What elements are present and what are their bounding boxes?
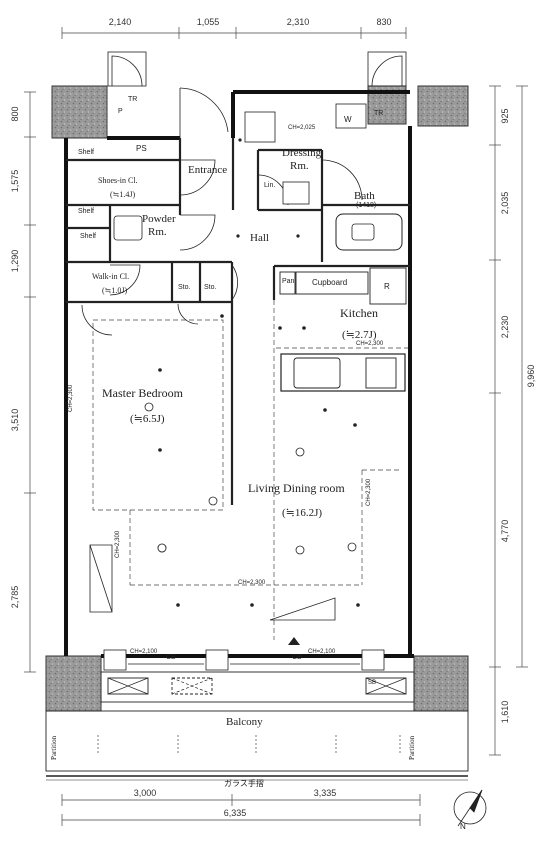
left-dimension-line	[24, 91, 36, 673]
dim-right-5: 1,610	[500, 701, 510, 724]
top-dimension-line	[61, 27, 407, 39]
fixture-marks	[158, 138, 360, 607]
label-storage-2: Sto.	[204, 284, 217, 291]
south-windows	[103, 649, 385, 671]
top-recess-doors	[107, 51, 407, 87]
linen-closet	[282, 181, 310, 205]
label-linen: Lin.	[264, 182, 276, 189]
label-partition-right: Partition	[408, 735, 416, 760]
dim-left-4: 3,510	[10, 409, 20, 432]
ceiling-lines	[92, 300, 408, 640]
room-label-master-bedroom: Master Bedroom	[102, 386, 183, 400]
column-top-right	[417, 85, 469, 127]
dim-top-1: 2,140	[109, 17, 132, 27]
dim-right-2: 2,035	[500, 192, 510, 215]
washer-space	[335, 103, 367, 129]
label-ceiling-2100-a: CH=2,100	[130, 649, 158, 655]
label-ceiling-2300-b: CH=2,300	[238, 580, 266, 586]
ceiling-lights	[144, 402, 357, 555]
room-size-shoes-in-cl: (≒1.4J)	[110, 190, 136, 199]
room-label-powder-rm: Rm.	[148, 226, 167, 238]
label-washer: W	[344, 115, 352, 124]
label-tr-right: TR	[374, 110, 384, 117]
column-top-left	[51, 85, 108, 139]
label-ceiling-2300-d: CH=2,300	[115, 530, 121, 558]
label-cb-right: CB	[292, 654, 302, 661]
kitchen-stove	[365, 357, 397, 389]
powder-washbasin	[113, 215, 143, 241]
room-label-dressing-rm: Rm.	[290, 160, 309, 172]
label-glass-handrail: ガラス手摺	[224, 779, 264, 788]
room-size-walk-in-cl: (≒1.0J)	[102, 286, 128, 295]
bottom-dimension-line	[61, 794, 421, 826]
dim-left-5: 2,785	[10, 586, 20, 609]
room-size-kitchen: (≒2.7J)	[342, 329, 377, 341]
room-label-entrance: Entrance	[188, 164, 228, 176]
dim-bottom-1: 3,000	[134, 788, 157, 798]
dim-top-2: 1,055	[197, 17, 220, 27]
refrigerator-space	[369, 267, 407, 305]
label-cb-left: CB	[166, 654, 176, 661]
label-refrigerator: R	[384, 282, 390, 291]
bathtub-drain	[351, 223, 375, 241]
dressing-washbasin	[244, 111, 276, 143]
room-label-shoes-in-cl: Shoes-in Cl.	[98, 176, 138, 185]
dim-left-1: 800	[10, 106, 20, 121]
label-tr-left: TR	[128, 96, 138, 103]
dim-bottom-2: 3,335	[314, 788, 337, 798]
room-label-powder: Powder	[142, 213, 176, 225]
dim-right-3: 2,230	[500, 316, 510, 339]
label-ceiling-2300-e: CH=2,300	[366, 478, 372, 506]
label-partition-left: Partition	[50, 735, 58, 760]
room-label-living-dining: Living Dining room	[248, 481, 345, 495]
dim-right-total: 9,960	[526, 365, 536, 388]
dim-left-3: 1,290	[10, 250, 20, 273]
room-size-bath: (1418)	[356, 202, 377, 209]
dim-right-1: 925	[500, 108, 510, 123]
label-shelf-3: Shelf	[80, 233, 96, 240]
room-label-balcony: Balcony	[226, 716, 263, 728]
right-dimension-line	[489, 85, 528, 756]
dim-bottom-total: 6,335	[224, 808, 247, 818]
interior-doors	[81, 159, 363, 336]
label-shelf-2: Shelf	[78, 208, 94, 215]
dim-top-3: 2,310	[287, 17, 310, 27]
kitchen-sink	[293, 357, 341, 389]
room-label-hall: Hall	[250, 232, 269, 244]
label-shelf-1: Shelf	[78, 149, 94, 156]
room-size-living-dining: (≒16.2J)	[282, 507, 323, 519]
north-arrow	[453, 789, 487, 827]
balcony-area	[45, 671, 469, 781]
room-label-dressing: Dressing	[282, 147, 322, 159]
room-label-walk-in-cl: Walk-in Cl.	[92, 272, 130, 281]
dim-left-2: 1,575	[10, 170, 20, 193]
dim-top-4: 830	[376, 17, 391, 27]
label-ceiling-2300-c: CH=2,300	[68, 384, 74, 412]
feature-wall-marks	[89, 544, 336, 621]
room-label-kitchen: Kitchen	[340, 306, 378, 320]
room-size-master-bedroom: (≒6.5J)	[130, 413, 165, 425]
label-pantry: Pan	[282, 278, 295, 285]
dim-right-4: 4,770	[500, 520, 510, 543]
label-north: N	[460, 822, 466, 831]
room-label-bath: Bath	[354, 190, 375, 202]
entry-marker	[288, 637, 300, 645]
front-door	[179, 87, 229, 138]
interior-walls	[66, 138, 410, 505]
label-cupboard: Cupboard	[312, 278, 348, 287]
label-ceiling-2025: CH=2,025	[288, 125, 316, 131]
label-sb: SB	[368, 680, 377, 686]
pantry-box	[279, 271, 296, 295]
label-ceiling-2100-b: CH=2,100	[308, 649, 336, 655]
column-bottom-left	[45, 655, 102, 712]
label-p-top: P	[118, 108, 123, 115]
label-ceiling-2300-a: CH=2,300	[356, 341, 384, 347]
cupboard-box	[295, 271, 369, 295]
label-ps: PS	[136, 144, 147, 153]
label-storage-1: Sto.	[178, 284, 191, 291]
